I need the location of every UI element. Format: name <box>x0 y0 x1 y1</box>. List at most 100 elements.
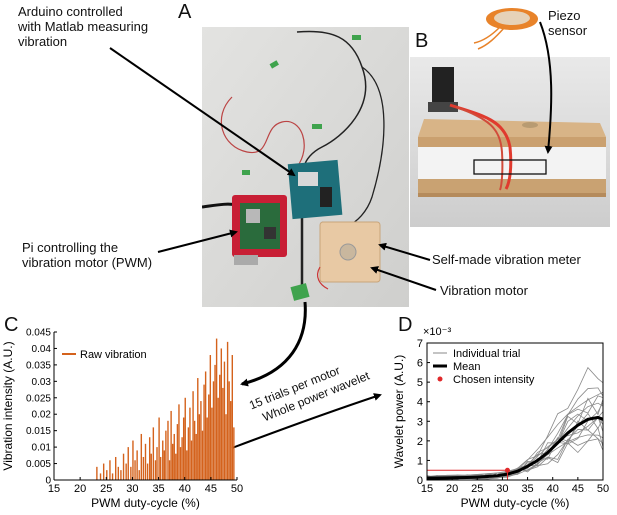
raw-vibration-bar <box>209 355 212 480</box>
y-tick-label: 0.03 <box>32 377 52 388</box>
y-axis-label: Wavelet power (A.U.) <box>392 355 406 469</box>
y-axis-label: Vibration intensity (A.U.) <box>1 341 15 470</box>
raw-vibration-bar <box>138 470 140 480</box>
raw-vibration-bar <box>146 463 149 480</box>
raw-vibration-bar <box>215 338 218 480</box>
meter-arrow <box>378 242 431 261</box>
motor-arrow <box>370 266 437 291</box>
raw-vibration-bar <box>231 355 233 480</box>
raw-vibration-bar <box>197 378 199 480</box>
vibration-motor-label: Vibration motor <box>440 283 528 298</box>
raw-vibration-bar <box>187 427 190 480</box>
y-tick-label: 0.02 <box>32 410 52 421</box>
piezo-arrow <box>539 21 553 154</box>
raw-vibration-bar <box>193 420 196 480</box>
x-tick-label: 40 <box>179 483 191 495</box>
raw-vibration-bar <box>184 397 186 480</box>
y-tick-label: 4 <box>417 397 423 409</box>
piezo-sensor-icon <box>473 8 538 50</box>
x-tick-label: 15 <box>48 483 60 495</box>
raw-vibration-bar <box>167 420 169 480</box>
raw-vibration-bar <box>148 437 151 480</box>
arduino-label: Arduino controlled with Matlab measuring… <box>18 4 148 49</box>
panel-label-d: D <box>398 314 413 336</box>
legend-swatch-chosen <box>437 376 443 382</box>
plot-frame <box>426 342 604 481</box>
raw-vibration-bar <box>171 443 174 480</box>
mean-line <box>427 415 604 480</box>
x-tick-label: 20 <box>74 483 86 495</box>
to-raw-arrow <box>240 301 307 387</box>
raw-vibration-bar <box>136 450 138 480</box>
raw-vibration-bar <box>204 371 207 480</box>
raw-vibration-bar <box>170 410 172 480</box>
raw-vibration-bar <box>150 453 152 480</box>
y-tick-label: 0.01 <box>32 443 52 454</box>
raw-vibration-bar <box>134 460 136 480</box>
raw-vibration-bar <box>156 447 158 480</box>
raw-vibration-bar <box>182 417 185 480</box>
legend-label-mean: Mean <box>453 361 481 373</box>
individual-trial-line <box>426 402 604 478</box>
raw-vibration-bar <box>96 466 98 480</box>
y-tick-label: 0.04 <box>32 344 52 355</box>
pi-label-line2: vibration motor (PWM) <box>22 255 153 270</box>
setup-photo <box>202 27 409 307</box>
raw-vibration-bar <box>223 361 226 480</box>
panel-label-a: A <box>178 1 192 23</box>
raw-vibration-bar <box>163 450 166 480</box>
raw-vibration-bar <box>109 460 111 480</box>
raw-vibration-bar <box>132 440 134 480</box>
raw-vibration-bar <box>211 407 213 480</box>
y-tick-label: 0 <box>45 476 51 487</box>
vibration-meter-label: Self-made vibration meter <box>432 252 581 267</box>
raw-vibration-bar <box>140 433 143 480</box>
individual-trial-line <box>426 395 604 480</box>
arduino-label-line1: Arduino controlled <box>18 4 123 19</box>
raw-vibration-bar <box>142 456 145 480</box>
raw-vibration-bar <box>176 424 179 480</box>
pi-label-line1: Pi controlling the <box>22 240 119 255</box>
raw-vibration-bar <box>159 456 162 480</box>
x-tick-label: 30 <box>126 483 138 495</box>
raw-vibration-bar <box>175 453 177 480</box>
y-tick-label: 6 <box>417 358 423 370</box>
raw-vibration-bar <box>127 447 129 480</box>
raw-vibration-bar <box>201 430 204 480</box>
y-tick-label: 0.015 <box>26 426 51 437</box>
piezo-sensor-label: Piezo sensor <box>548 8 588 38</box>
raw-vibration-bar <box>102 463 105 480</box>
raw-vibration-bar <box>212 381 215 480</box>
raw-vibration-bar <box>114 456 117 480</box>
x-tick-label: 15 <box>421 483 433 495</box>
x-axis-label: PWM duty-cycle (%) <box>461 496 570 510</box>
y-tick-label: 0.025 <box>26 393 51 404</box>
chosen-intensity-point <box>504 467 510 473</box>
panel-label-c: C <box>4 314 19 336</box>
individual-trial-line <box>426 391 604 480</box>
pi-arrow <box>157 229 238 253</box>
raw-vibration-bar <box>208 394 210 480</box>
x-tick-label: 40 <box>547 483 559 495</box>
raw-vibration-bar <box>226 341 229 480</box>
y-tick-label: 1 <box>417 455 423 467</box>
raw-vibration-bar <box>99 473 102 480</box>
y-tick-label: 2 <box>417 436 423 448</box>
raw-vibration-bar <box>117 466 120 480</box>
y-tick-label: 0 <box>417 475 423 487</box>
y-tick-label: 0.045 <box>26 328 51 339</box>
raw-vibration-bar <box>233 427 235 480</box>
x-tick-label: 50 <box>597 483 609 495</box>
raw-vibration-bar <box>228 381 230 480</box>
raw-vibration-bar <box>200 401 202 480</box>
raw-vibration-bar <box>219 374 221 480</box>
y-tick-label: 0.035 <box>26 360 51 371</box>
raw-vibration-bar <box>189 407 191 480</box>
individual-trial-line <box>426 397 604 480</box>
raw-vibration-bar <box>152 427 155 480</box>
raw-vibration-bar <box>158 417 160 480</box>
legend-label-chosen: Chosen intensity <box>453 374 535 386</box>
raw-vibration-bar <box>179 447 182 480</box>
